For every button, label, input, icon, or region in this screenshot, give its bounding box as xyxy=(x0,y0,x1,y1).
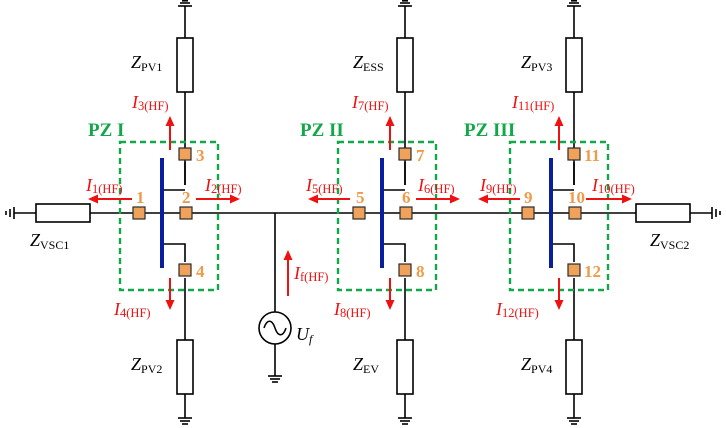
ground-icon xyxy=(567,417,581,425)
zone-label-1: PZ I xyxy=(88,120,124,141)
node-12 xyxy=(567,263,581,277)
ground-icon xyxy=(178,0,192,7)
node-label: 5 xyxy=(356,188,365,207)
impedance-ev xyxy=(396,339,414,395)
node-7 xyxy=(398,147,412,161)
current-label-12: I12(HF) xyxy=(495,299,539,320)
node-5 xyxy=(352,206,366,220)
node-label: 12 xyxy=(584,262,601,281)
node-label: 7 xyxy=(416,146,425,165)
node-label: 3 xyxy=(196,146,205,165)
node-9 xyxy=(521,206,535,220)
node-label: 4 xyxy=(196,262,205,281)
impedance-pv1 xyxy=(176,37,194,93)
impedance-vsc2 xyxy=(635,203,691,223)
impedance-label-vsc1: ZVSC1 xyxy=(30,230,69,252)
node-label: 10 xyxy=(568,188,585,207)
node-label: 9 xyxy=(524,188,533,207)
impedance-pv3 xyxy=(565,37,583,93)
ground-icon xyxy=(567,0,581,7)
impedance-pv4 xyxy=(565,339,583,395)
node-3 xyxy=(178,147,192,161)
node-10 xyxy=(568,206,582,220)
current-label-8: I8(HF) xyxy=(333,299,371,320)
source-label: Uf xyxy=(296,324,314,346)
impedance-label-pv3: ZPV3 xyxy=(521,52,552,74)
node-label: 1 xyxy=(136,188,145,207)
current-label-4: I4(HF) xyxy=(113,299,151,320)
ground-icon xyxy=(5,207,15,219)
current-label-5: I5(HF) xyxy=(305,175,343,196)
current-label-3: I3(HF) xyxy=(131,92,169,113)
impedance-label-pv4: ZPV4 xyxy=(521,354,552,376)
current-label-9: I9(HF) xyxy=(479,175,517,196)
current-label-7: I7(HF) xyxy=(351,92,389,113)
node-11 xyxy=(567,147,581,161)
node-label: 11 xyxy=(584,146,600,165)
node-6 xyxy=(399,206,413,220)
current-label-fault: If(HF) xyxy=(293,263,328,284)
node-label: 8 xyxy=(416,262,425,281)
current-label-6: I6(HF) xyxy=(417,175,455,196)
branch-wires xyxy=(162,6,575,418)
node-label: 2 xyxy=(182,188,191,207)
impedance-label-ess: ZESS xyxy=(353,52,384,74)
zone-label-3: PZ III xyxy=(464,120,515,141)
measurement-nodes xyxy=(132,147,582,277)
protection-zone-2 xyxy=(336,140,438,292)
current-arrows xyxy=(88,116,632,310)
impedance-pv2 xyxy=(176,339,194,395)
impedance-ess xyxy=(396,37,414,93)
current-label-10: I10(HF) xyxy=(591,175,635,196)
ground-icon xyxy=(398,0,412,7)
current-label-1: I1(HF) xyxy=(85,175,123,196)
impedance-label-vsc2: ZVSC2 xyxy=(650,230,689,252)
node-2 xyxy=(179,206,193,220)
current-label-2: I2(HF) xyxy=(204,175,242,196)
ground-icon xyxy=(398,417,412,425)
node-8 xyxy=(398,263,412,277)
node-4 xyxy=(178,263,192,277)
current-label-11: I11(HF) xyxy=(511,92,554,113)
ground-icon xyxy=(268,375,282,383)
impedance-label-ev: ZEV xyxy=(353,354,379,376)
ground-icon xyxy=(178,417,192,425)
ground-icon xyxy=(711,207,721,219)
impedance-label-pv2: ZPV2 xyxy=(131,354,162,376)
sine-wave-icon xyxy=(263,320,287,336)
impedance-label-pv1: ZPV1 xyxy=(131,52,162,74)
node-1 xyxy=(132,206,146,220)
impedance-vsc1 xyxy=(35,203,91,223)
node-label: 6 xyxy=(402,188,411,207)
zone-label-2: PZ II xyxy=(300,120,344,141)
